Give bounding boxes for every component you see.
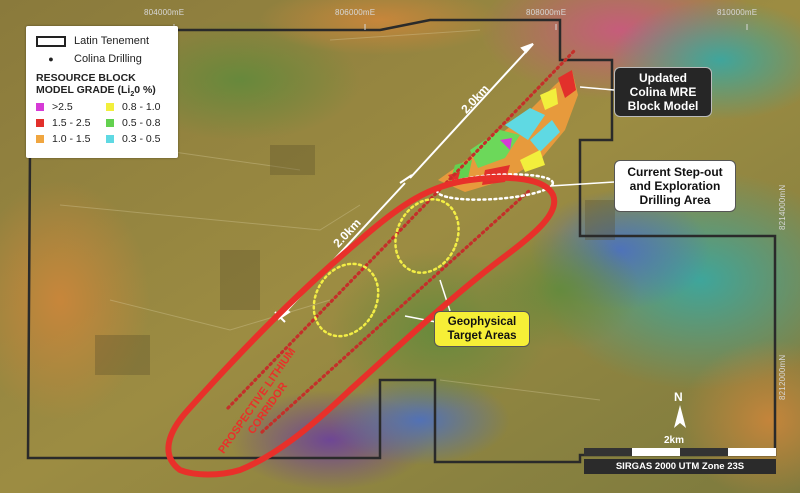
legend-swatch — [36, 119, 44, 127]
legend-item-label: 0.3 - 0.5 — [122, 133, 161, 145]
legend-title-subscript: 2 — [130, 91, 135, 99]
legend-drilling-label: Colina Drilling — [74, 53, 142, 65]
legend-tenement: Latin Tenement — [36, 35, 149, 47]
geophysics-anomaly — [120, 20, 360, 140]
legend-item-label: 1.0 - 1.5 — [52, 133, 91, 145]
scale-bar-label: 2km — [664, 435, 685, 446]
prospective-corridor-outline — [165, 174, 558, 478]
mre-block-model-callout: Updated Colina MRE Block Model — [614, 67, 712, 117]
legend-item: 1.0 - 1.5 — [36, 133, 91, 145]
corridor-boundary-line — [260, 188, 532, 434]
northing-label: 8212000mN — [778, 354, 787, 400]
legend-title-line1: RESOURCE BLOCK — [36, 72, 136, 84]
legend-swatch — [106, 119, 114, 127]
callout-line: Drilling Area — [639, 193, 711, 207]
geophysics-anomaly — [260, 0, 500, 55]
easting-label: 808000mE — [526, 8, 567, 17]
easting-label: 810000mE — [717, 8, 758, 17]
callout-line: Current Step-out — [627, 165, 723, 179]
callout-line: and Exploration — [629, 179, 721, 193]
callout-line: Updated — [639, 71, 687, 85]
legend-title-line2: MODEL GRADE (Li — [36, 84, 131, 96]
legend-swatch — [36, 103, 44, 111]
legend-grade-title: RESOURCE BLOCK MODEL GRADE (Li20 %) — [36, 72, 176, 101]
easting-label: 804000mE — [144, 8, 185, 17]
callout-line: Colina MRE — [629, 85, 697, 99]
legend-item: >2.5 — [36, 101, 73, 113]
drill-dot-icon: ● — [48, 53, 54, 64]
road-lines — [59, 29, 601, 401]
projection-label: SIRGAS 2000 UTM Zone 23S — [584, 459, 776, 474]
legend-drilling: ● Colina Drilling — [36, 53, 142, 65]
field-patches — [95, 145, 615, 375]
legend-item-label: 1.5 - 2.5 — [52, 117, 91, 129]
callout-line: Target Areas — [447, 330, 517, 342]
geophysical-target-2 — [312, 262, 380, 338]
legend-swatch — [106, 135, 114, 143]
scale-bar — [584, 448, 776, 456]
step-out-drilling-callout: Current Step-out and Exploration Drillin… — [614, 160, 736, 212]
geophysics-anomaly — [0, 180, 150, 420]
tenement-symbol — [36, 35, 66, 47]
callout-line: Geophysical — [447, 316, 517, 328]
legend-swatch — [106, 103, 114, 111]
easting-label: 806000mE — [335, 8, 376, 17]
legend-title-end: 0 %) — [134, 84, 156, 96]
corridor-boundary-line — [226, 48, 577, 410]
legend-item: 0.3 - 0.5 — [106, 133, 161, 145]
legend-item-label: 0.8 - 1.0 — [122, 101, 161, 113]
north-label: N — [674, 390, 683, 404]
legend-item-label: >2.5 — [52, 101, 73, 113]
legend-tenement-label: Latin Tenement — [74, 35, 150, 47]
coordinate-ticks — [173, 24, 748, 30]
legend-item: 0.5 - 0.8 — [106, 117, 161, 129]
callout-line: Block Model — [627, 99, 699, 113]
legend-item-label: 0.5 - 0.8 — [122, 117, 161, 129]
geophysical-targets-callout: Geophysical Target Areas — [434, 311, 530, 347]
geophysical-target-1 — [394, 198, 460, 274]
legend-item: 0.8 - 1.0 — [106, 101, 161, 113]
tenement-boundary — [26, 18, 777, 464]
map-legend: Latin Tenement ● Colina Drilling RESOURC… — [26, 26, 178, 158]
legend-swatch — [36, 135, 44, 143]
northing-label: 8214000mN — [778, 184, 787, 230]
north-arrow-icon — [674, 405, 686, 428]
legend-item: 1.5 - 2.5 — [36, 117, 91, 129]
